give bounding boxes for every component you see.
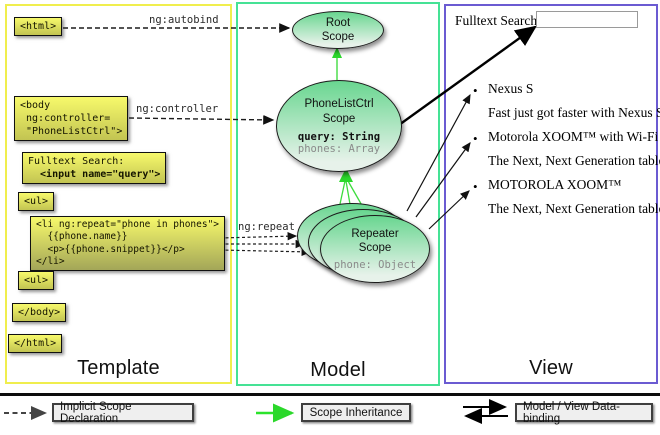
code-fulltext-label: Fulltext Search: [28, 156, 125, 167]
code-fulltext-search: Fulltext Search: <input name="query"> [22, 152, 167, 184]
code-fulltext-input: <input name="query"> [28, 169, 161, 180]
view-item-snippet: Fast just got faster with Nexus S. [488, 105, 660, 120]
repeater-scope-name: Repeater Scope [351, 227, 399, 254]
ng-autobind-label: ng:autobind [149, 14, 219, 26]
model-column: Model [236, 2, 440, 386]
phonelistctrl-prop-phones: phones: Array [297, 142, 381, 155]
model-column-title: Model [310, 359, 366, 381]
view-column-title: View [529, 357, 573, 379]
root-scope-ellipse: Root Scope [292, 11, 384, 49]
bullet-icon: • [473, 131, 478, 146]
phonelistctrl-scope-ellipse: PhoneListCtrl Scope query: String phones… [276, 80, 402, 172]
view-item-title: Motorola XOOM™ with Wi-Fi [488, 129, 659, 144]
template-column-title: Template [77, 357, 160, 379]
repeater-prop-phone: phone: Object [333, 259, 417, 272]
code-body-close: </body> [12, 303, 67, 322]
code-html-open: <html> [14, 17, 63, 36]
bullet-icon: • [473, 179, 478, 194]
legend-separator [0, 393, 660, 396]
code-ul-open: <ul> [18, 192, 55, 211]
legend-implicit-scope: Implicit Scope Declaration [52, 401, 194, 425]
phonelistctrl-scope-name: PhoneListCtrl Scope [304, 98, 374, 125]
code-ul-close: <ul> [18, 271, 55, 290]
root-scope-name: Root Scope [321, 16, 355, 43]
legend-scope-inheritance: Scope Inheritance [301, 403, 411, 422]
code-html-close: </html> [8, 334, 63, 353]
view-item-title: Nexus S [488, 81, 534, 96]
ng-controller-label: ng:controller [136, 103, 219, 115]
view-item-title: MOTOROLA XOOM™ [488, 177, 622, 192]
view-item-snippet: The Next, Next Generation tablet. [488, 201, 660, 216]
bullet-icon: • [473, 83, 478, 98]
view-search-input[interactable] [536, 11, 638, 28]
repeater-scope-ellipse: Repeater Scope phone: Object [320, 215, 430, 283]
ng-repeat-label: ng:repeat [238, 221, 295, 233]
phonelistctrl-prop-query: query: String [297, 130, 381, 143]
legend-model-view-binding: Model / View Data-binding [515, 401, 653, 425]
view-item-snippet: The Next, Next Generation tablet. [488, 153, 660, 168]
code-li-repeat: <li ng:repeat="phone in phones"> {{phone… [30, 216, 226, 272]
code-body-open: <body ng:controller= "PhoneListCtrl"> [14, 96, 129, 141]
view-search-label: Fulltext Search: [455, 13, 541, 28]
